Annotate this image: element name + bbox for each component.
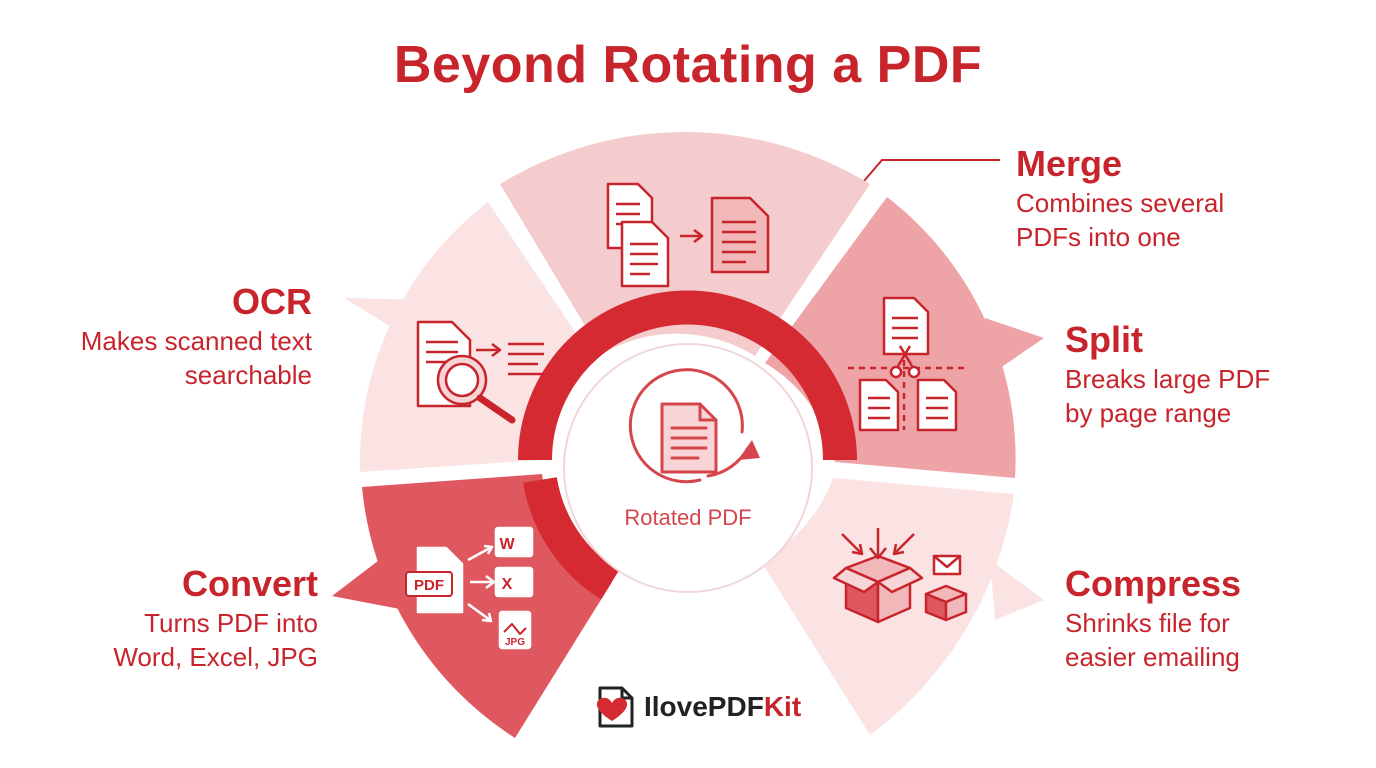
compress-desc-line1: Shrinks file for	[1065, 608, 1230, 638]
center-disc-shadow	[563, 343, 813, 593]
convert-title: Convert	[181, 563, 318, 604]
rotate-document-icon	[628, 368, 760, 484]
page-title: Beyond Rotating a PDF	[393, 36, 983, 94]
convert-formats-icon	[405, 526, 534, 650]
center-label: Rotated PDF	[624, 505, 752, 530]
convert-desc-line2: Word, Excel, JPG	[113, 642, 318, 672]
convert-excel-label: X	[502, 576, 513, 593]
center-ring-upper	[518, 290, 857, 461]
compress-desc-line2: easier emailing	[1065, 642, 1240, 672]
split-scissors-icon	[848, 296, 968, 432]
merge-leader-line	[857, 159, 1000, 189]
compress-box-icon	[832, 528, 968, 624]
convert-desc-line1: Turns PDF into	[144, 608, 318, 638]
brand-name-part1: IlovePDF	[644, 691, 764, 722]
brand-name: IlovePDFKit	[644, 691, 801, 723]
ocr-desc-line1: Makes scanned text	[80, 326, 312, 356]
convert-jpg-label: JPG	[505, 637, 525, 648]
merge-title: Merge	[1016, 143, 1123, 184]
merge-segment	[500, 131, 870, 356]
ocr-desc-line2: searchable	[184, 360, 312, 390]
compress-callout: Compress Shrinks file for easier emailin…	[1065, 562, 1365, 674]
split-callout: Split Breaks large PDF by page range	[1065, 318, 1365, 430]
convert-word-label: W	[499, 536, 515, 553]
brand-logo: IlovePDFKit	[592, 685, 801, 729]
ocr-title: OCR	[232, 281, 312, 322]
center-ring-lower-left	[523, 476, 620, 600]
merge-callout: Merge Combines several PDFs into one	[1016, 142, 1356, 254]
compress-pointer	[990, 560, 1044, 620]
merge-desc-line1: Combines several	[1016, 188, 1225, 218]
convert-pdf-label: PDF	[414, 577, 444, 594]
merge-desc-line2: PDFs into one	[1016, 222, 1181, 252]
convert-callout: Convert Turns PDF into Word, Excel, JPG	[0, 562, 318, 674]
split-desc-line2: by page range	[1065, 398, 1232, 428]
ocr-callout: OCR Makes scanned text searchable	[0, 280, 312, 392]
merge-documents-icon	[606, 182, 770, 288]
compress-title: Compress	[1065, 563, 1242, 604]
split-desc-line1: Breaks large PDF	[1065, 364, 1271, 394]
ocr-magnifier-icon	[416, 320, 544, 424]
split-title: Split	[1065, 319, 1143, 360]
brand-name-part2: Kit	[763, 691, 802, 722]
heart-document-logo-icon	[596, 686, 634, 728]
